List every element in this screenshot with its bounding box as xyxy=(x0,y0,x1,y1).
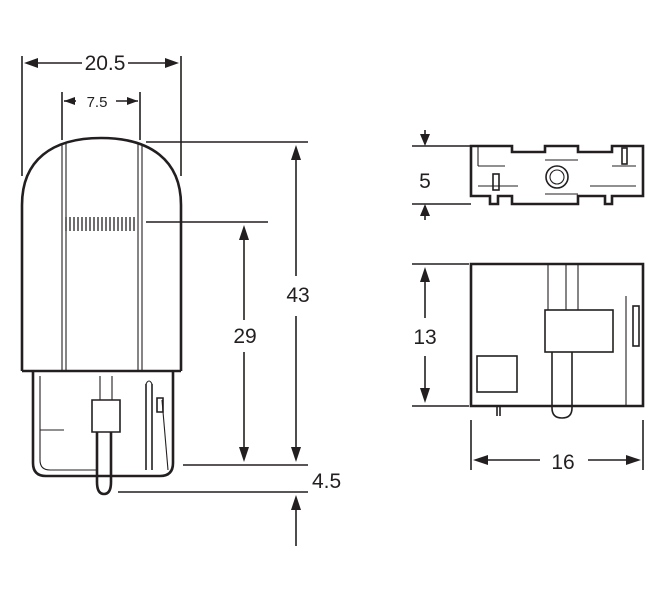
filament-coil xyxy=(65,217,135,231)
glass-envelope xyxy=(20,136,183,371)
dimension-label-base-thickness: 5 xyxy=(419,170,431,193)
dimension-bulb-width: 20.5 xyxy=(21,52,182,176)
dimension-label-bulb-width: 20.5 xyxy=(85,52,126,75)
dimension-label-base-height: 13 xyxy=(413,326,436,349)
dimension-base-offset: 4.5 xyxy=(118,470,341,546)
base-details xyxy=(39,376,169,471)
bulb-front-view xyxy=(20,136,183,496)
dimension-label-filament-height: 29 xyxy=(233,325,256,348)
base-top-view xyxy=(469,144,645,206)
base-side-view xyxy=(469,262,645,419)
wedge-base xyxy=(31,371,175,478)
dimension-base-height: 13 xyxy=(412,263,469,407)
dimension-filament-height: 29 xyxy=(146,221,268,462)
contact-pin xyxy=(95,432,113,496)
dimension-base-thickness: 5 xyxy=(412,130,471,220)
dimension-bulb-height: 43 xyxy=(146,141,310,466)
dimension-filament-width: 7.5 xyxy=(61,92,141,140)
dimension-label-filament-width: 7.5 xyxy=(87,94,108,111)
glass-inner-lines xyxy=(61,140,143,371)
dimension-base-width: 16 xyxy=(470,420,644,474)
dimension-label-base-width: 16 xyxy=(551,451,574,474)
dimension-label-bulb-height: 43 xyxy=(286,284,309,307)
dimension-label-base-offset: 4.5 xyxy=(312,470,341,493)
